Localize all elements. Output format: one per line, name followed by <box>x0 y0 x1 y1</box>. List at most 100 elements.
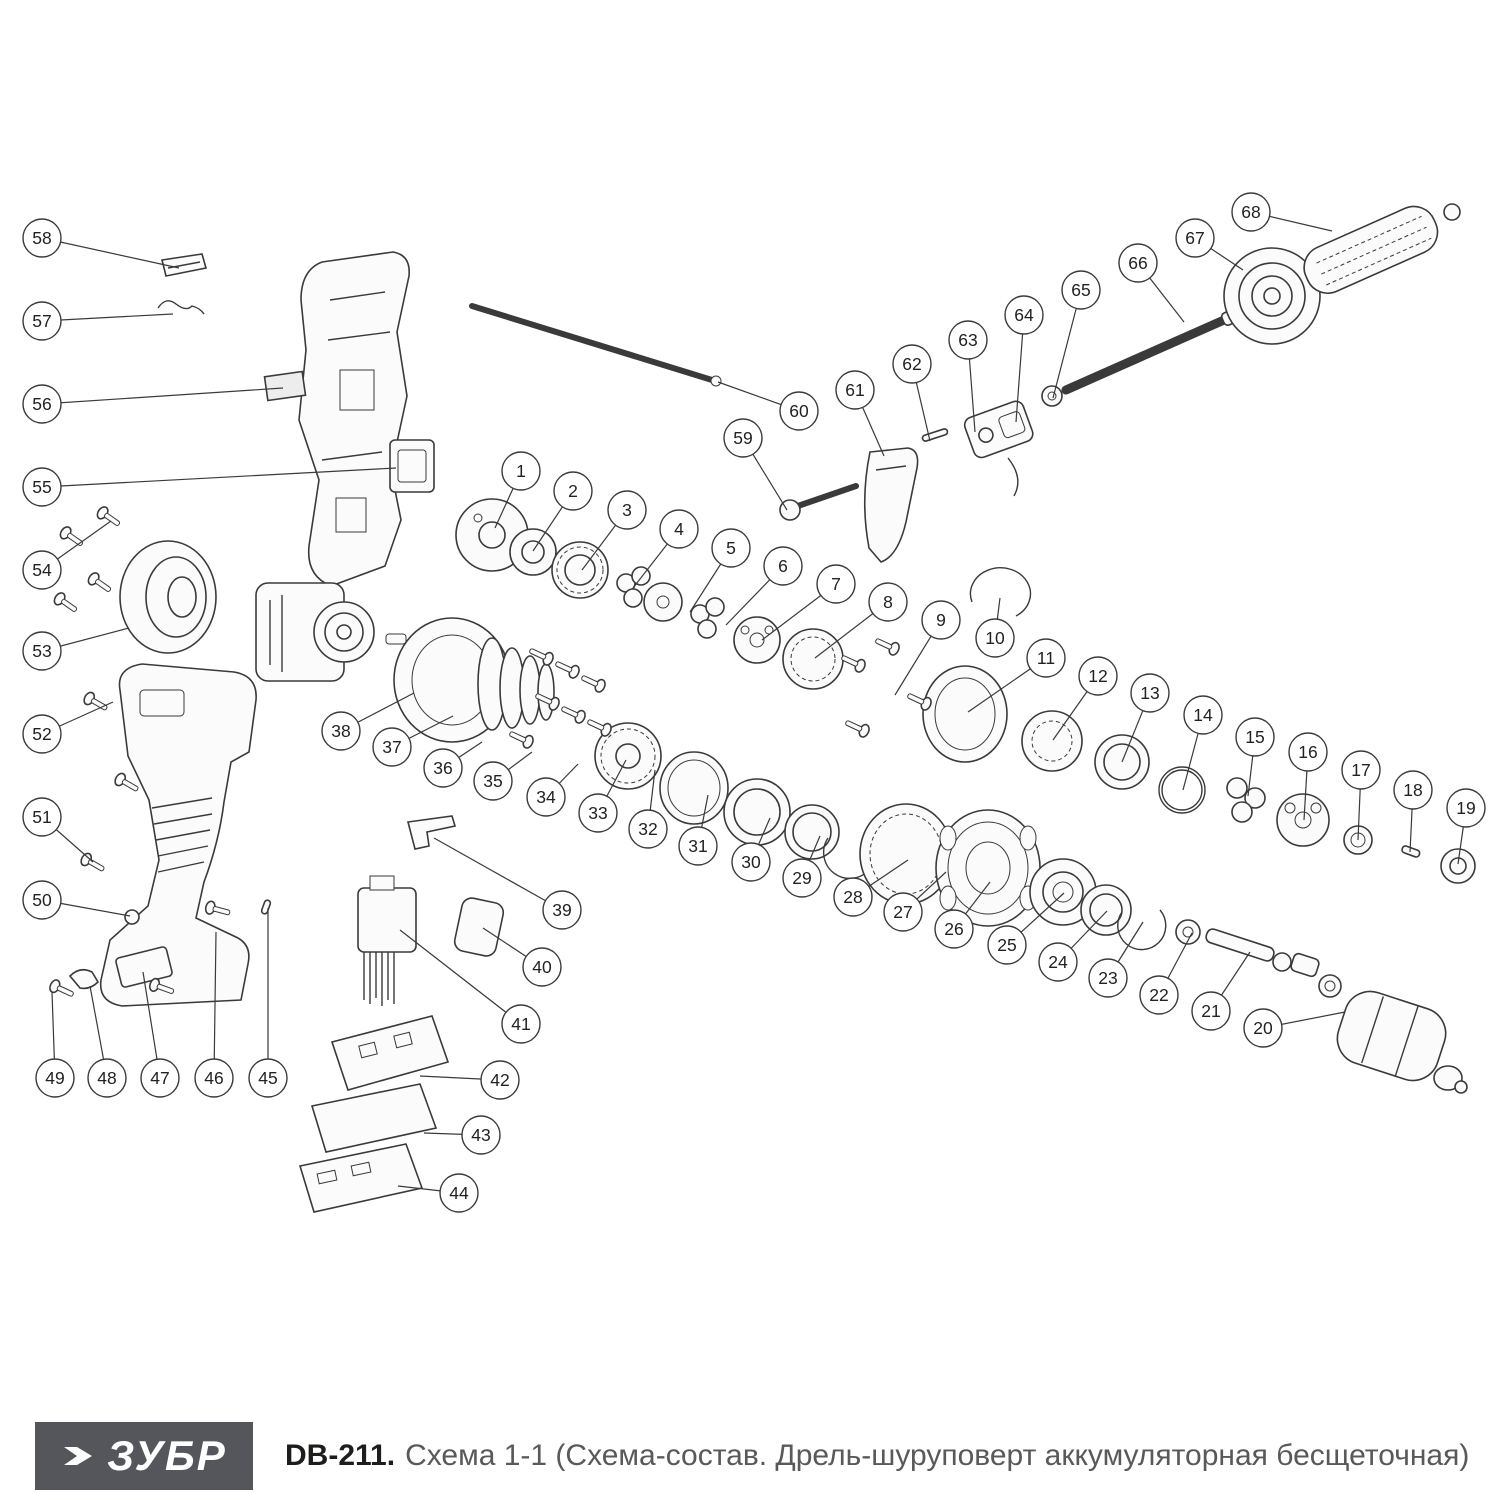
callout-2: 2 <box>532 471 593 552</box>
callout-19: 19 <box>1446 788 1486 865</box>
callout-10: 10 <box>975 597 1015 658</box>
callout-60: 60 <box>717 381 819 431</box>
model-number: DB-211. <box>285 1439 396 1472</box>
svg-text:48: 48 <box>97 1068 116 1088</box>
callout-61: 61 <box>835 370 885 457</box>
zubr-logo-text: ЗУБР <box>107 1432 227 1479</box>
callout-33: 33 <box>578 759 627 833</box>
svg-text:18: 18 <box>1403 780 1422 800</box>
svg-text:5: 5 <box>726 538 736 558</box>
callout-3: 3 <box>581 490 647 571</box>
svg-text:56: 56 <box>32 394 51 414</box>
svg-text:24: 24 <box>1048 952 1068 972</box>
callout-51: 51 <box>22 797 94 863</box>
callout-62: 62 <box>892 344 932 442</box>
svg-text:20: 20 <box>1253 1018 1273 1038</box>
svg-text:14: 14 <box>1193 705 1213 725</box>
part-small-left <box>68 899 272 990</box>
svg-text:33: 33 <box>588 803 607 823</box>
svg-text:38: 38 <box>331 721 350 741</box>
svg-text:27: 27 <box>893 902 912 922</box>
callout-40: 40 <box>482 927 562 987</box>
svg-text:15: 15 <box>1245 727 1264 747</box>
callout-18: 18 <box>1393 770 1433 853</box>
svg-text:59: 59 <box>733 428 752 448</box>
svg-text:8: 8 <box>883 592 893 612</box>
callout-29: 29 <box>782 835 822 898</box>
svg-text:37: 37 <box>382 737 401 757</box>
part-rod-60 <box>469 303 722 387</box>
svg-text:12: 12 <box>1088 666 1107 686</box>
callout-11: 11 <box>967 638 1066 713</box>
svg-text:22: 22 <box>1149 985 1168 1005</box>
svg-text:34: 34 <box>536 787 556 807</box>
svg-text:6: 6 <box>778 556 788 576</box>
callout-68: 68 <box>1231 192 1333 232</box>
svg-text:28: 28 <box>843 887 862 907</box>
zubr-arrow-icon <box>63 1447 93 1465</box>
svg-text:66: 66 <box>1128 253 1147 273</box>
svg-text:26: 26 <box>944 919 963 939</box>
part-housing-front <box>99 663 257 1007</box>
svg-text:44: 44 <box>449 1183 469 1203</box>
svg-text:3: 3 <box>622 500 632 520</box>
svg-text:39: 39 <box>552 900 571 920</box>
callout-34: 34 <box>526 763 579 817</box>
callout-44: 44 <box>397 1173 479 1213</box>
part-clip-58 <box>161 253 208 277</box>
svg-text:9: 9 <box>936 610 946 630</box>
callout-8: 8 <box>814 582 908 659</box>
callout-20: 20 <box>1243 1008 1346 1048</box>
callout-42: 42 <box>419 1060 520 1100</box>
svg-text:57: 57 <box>32 311 51 331</box>
svg-text:2: 2 <box>568 481 578 501</box>
svg-text:25: 25 <box>997 935 1016 955</box>
svg-text:16: 16 <box>1298 742 1317 762</box>
callout-41: 41 <box>399 929 541 1044</box>
part-clutch-train <box>594 722 1342 998</box>
svg-text:55: 55 <box>32 477 51 497</box>
callout-45: 45 <box>248 908 288 1098</box>
svg-text:30: 30 <box>741 852 761 872</box>
svg-text:1: 1 <box>516 461 526 481</box>
svg-text:10: 10 <box>985 628 1005 648</box>
svg-text:67: 67 <box>1185 228 1204 248</box>
svg-text:42: 42 <box>490 1070 509 1090</box>
callout-32: 32 <box>628 769 668 849</box>
svg-text:45: 45 <box>258 1068 277 1088</box>
svg-text:21: 21 <box>1201 1001 1220 1021</box>
callout-7: 7 <box>761 564 856 641</box>
part-trigger-assembly <box>863 385 1063 563</box>
svg-text:17: 17 <box>1351 760 1370 780</box>
callout-1: 1 <box>494 451 541 529</box>
part-motor <box>255 582 407 682</box>
part-battery-plates <box>298 1015 450 1213</box>
diagram-caption: DB-211.Схема 1-1 (Схема-состав. Дрель-шу… <box>285 1439 1469 1473</box>
callout-16: 16 <box>1288 732 1328 821</box>
callout-59: 59 <box>723 418 788 511</box>
svg-text:65: 65 <box>1071 280 1090 300</box>
callout-52: 52 <box>22 701 114 754</box>
part-switch-assembly <box>357 815 505 1006</box>
callout-43: 43 <box>423 1115 501 1155</box>
callout-22: 22 <box>1139 932 1193 1015</box>
svg-text:53: 53 <box>32 641 51 661</box>
callout-layer: 1234567891011121314151617181920212223242… <box>22 192 1486 1213</box>
callout-23: 23 <box>1088 921 1144 998</box>
callout-6: 6 <box>725 546 803 626</box>
callout-63: 63 <box>948 320 988 433</box>
svg-text:36: 36 <box>433 758 452 778</box>
callout-27: 27 <box>883 871 947 932</box>
callout-56: 56 <box>22 384 284 424</box>
callout-38: 38 <box>321 692 415 751</box>
svg-text:4: 4 <box>674 519 684 539</box>
callout-64: 64 <box>1004 295 1044 423</box>
callout-65: 65 <box>1052 270 1101 399</box>
callout-35: 35 <box>473 751 533 801</box>
callout-9: 9 <box>894 600 961 696</box>
svg-text:62: 62 <box>902 354 921 374</box>
callout-25: 25 <box>987 892 1065 965</box>
svg-text:49: 49 <box>45 1068 64 1088</box>
